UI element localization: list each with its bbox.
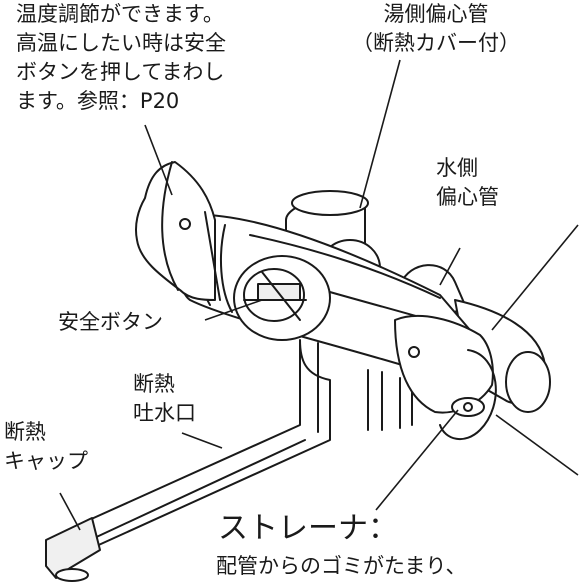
- safety-button-label: 安全ボタン: [58, 310, 163, 334]
- strainer-note: 配管からのゴミがたまり、: [216, 554, 467, 578]
- flow-handle-drawing: [394, 314, 497, 440]
- cap-label: 断熱 キャップ: [4, 420, 88, 473]
- spout-drawing: [45, 339, 331, 582]
- temperature-handle-drawing: [135, 161, 221, 301]
- spout-label: 断熱 吐水口: [133, 372, 196, 425]
- safety-dial-drawing: [233, 255, 331, 341]
- leader-lines: [59, 59, 579, 531]
- hot-pipe-label: 湯側偏心管 （断熱カバー付）: [352, 2, 520, 55]
- cold-pipe-label: 水側 偏心管: [436, 156, 499, 209]
- temperature-note-label: 温度調節ができます。 高温にしたい時は安全 ボタンを押してまわし ます。参照：P…: [16, 2, 226, 113]
- strainer-title: ストレーナ：: [218, 511, 398, 546]
